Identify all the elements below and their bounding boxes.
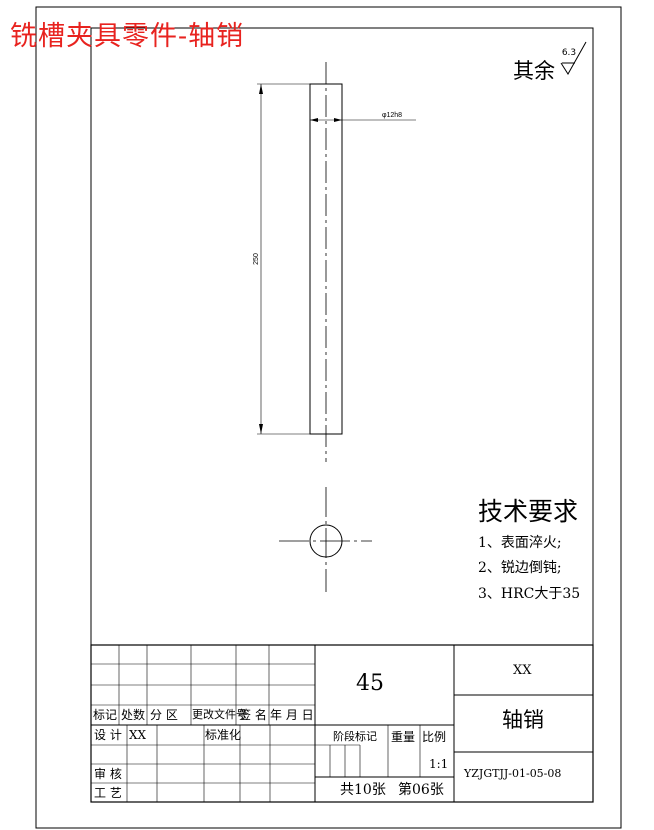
page-title: 铣槽夹具零件-轴销	[10, 21, 245, 52]
outer-frame	[35, 6, 622, 829]
tb-header-count: 处数	[121, 708, 146, 722]
tb-company: XX	[513, 663, 532, 678]
tb-sheets-total: 共10张	[340, 782, 386, 798]
tb-header-sign: 签 名	[239, 708, 267, 722]
title-block-grid	[90, 644, 594, 803]
diameter-arrow-right	[334, 118, 342, 122]
tb-scale-label: 比例	[422, 730, 447, 744]
endview-circle	[309, 524, 343, 558]
roughness-prefix: 其余	[513, 59, 555, 83]
roughness-symbol	[560, 41, 587, 75]
tech-req-item-3: 3、HRC大于35	[478, 586, 581, 602]
tb-scale-value: 1:1	[429, 757, 449, 771]
tb-header-change-doc: 更改文件号	[192, 708, 247, 721]
tb-process-label: 工 艺	[94, 786, 122, 800]
tb-header-mark: 标记	[93, 708, 118, 722]
length-dim-text: 250	[253, 253, 260, 265]
tb-standardization-label: 标准化	[205, 728, 242, 742]
tb-designer-name: XX	[129, 728, 147, 742]
tb-weight-label: 重量	[391, 730, 416, 744]
tb-stage-label: 阶段标记	[333, 731, 377, 742]
tb-reviewer-label: 审 核	[94, 767, 122, 781]
tb-header-zone: 分 区	[150, 708, 178, 722]
tb-header-date: 年 月 日	[270, 708, 314, 722]
tb-part-name: 轴销	[502, 708, 544, 732]
diameter-dim-text: φ12h8	[382, 112, 402, 119]
tech-req-heading: 技术要求	[478, 497, 579, 526]
roughness-value: 6.3	[562, 48, 576, 58]
diameter-arrow-left	[310, 118, 318, 122]
tech-req-item-2: 2、锐边倒钝;	[478, 560, 562, 576]
length-arrow-bottom	[259, 424, 263, 434]
length-arrow-top	[259, 84, 263, 94]
tb-drawing-number: YZJGTJJ-01-05-08	[464, 767, 562, 780]
tech-req-item-1: 1、表面淬火;	[478, 535, 562, 551]
tb-designer-label: 设 计	[94, 728, 122, 742]
tb-sheet-number: 第06张	[398, 782, 444, 798]
tb-material: 45	[356, 671, 384, 696]
